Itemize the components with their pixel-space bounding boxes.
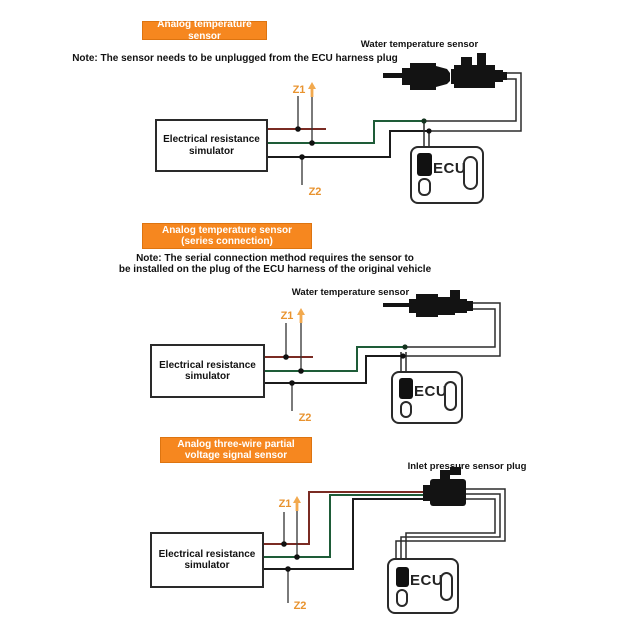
section2-banner: Analog temperature sensor (series connec… bbox=[142, 223, 312, 249]
banner-line: (series connection) bbox=[181, 236, 273, 247]
section1-note: Note: The sensor needs to be unplugged f… bbox=[70, 53, 400, 64]
bundle-wire bbox=[395, 488, 506, 567]
section3-ecu-box: ECU bbox=[387, 558, 459, 614]
junction-dot bbox=[298, 368, 304, 374]
simulator-label-line: Electrical resistance bbox=[158, 548, 256, 560]
z1-label: Z1 bbox=[293, 84, 306, 96]
z1-label: Z1 bbox=[281, 310, 294, 322]
ecu-pin-slot bbox=[396, 589, 408, 607]
ecu-pin-slot bbox=[440, 572, 453, 601]
ecu-pin-slot bbox=[418, 178, 431, 196]
section2-ecu-box: ECU bbox=[391, 371, 463, 424]
junction-dot bbox=[281, 541, 287, 547]
wire-black bbox=[264, 498, 427, 570]
section2-diagram: Z1 Z2 bbox=[265, 290, 501, 424]
section3-banner: Analog three-wire partial voltage signal… bbox=[160, 437, 312, 463]
junction-dot bbox=[299, 154, 305, 160]
junction-dot bbox=[285, 566, 291, 572]
z2-label: Z2 bbox=[309, 186, 322, 198]
junction-dot bbox=[426, 128, 432, 134]
ecu-pin-slot bbox=[463, 156, 478, 190]
junction-dot bbox=[402, 344, 408, 350]
section2-note: Note: The serial connection method requi… bbox=[75, 253, 475, 275]
note-line: Note: The sensor needs to be unplugged f… bbox=[72, 53, 398, 64]
banner-line: Analog three-wire partial bbox=[177, 438, 295, 450]
ecu-pin-slot bbox=[400, 401, 412, 418]
ecu-connector bbox=[396, 567, 409, 587]
ecu-label: ECU bbox=[414, 383, 448, 400]
simulator-label-line: simulator bbox=[184, 560, 230, 571]
section2-sensor-label: Water temperature sensor bbox=[291, 287, 410, 298]
banner-line: Analog temperature sensor bbox=[161, 224, 293, 236]
junction-dot bbox=[294, 554, 300, 560]
water-temp-sensor-plugged-silhouette bbox=[383, 290, 473, 317]
inlet-pressure-plug-silhouette bbox=[423, 467, 466, 506]
wire-black bbox=[268, 130, 429, 158]
sensor-loop-wire bbox=[405, 308, 496, 348]
ecu-label: ECU bbox=[410, 572, 444, 589]
wire-green bbox=[265, 346, 405, 372]
z2-label: Z2 bbox=[299, 412, 312, 424]
water-temp-sensor-silhouette bbox=[451, 53, 507, 88]
section1-banner: Analog temperature sensor bbox=[142, 19, 267, 42]
section1-simulator-box: Electrical resistance simulator bbox=[155, 119, 268, 172]
section3-diagram: Z1 Z2 bbox=[264, 467, 506, 612]
junction-dot bbox=[289, 380, 295, 386]
banner-line: voltage signal sensor bbox=[184, 450, 288, 461]
wire-black bbox=[265, 355, 403, 384]
simulator-label-line: simulator bbox=[188, 145, 234, 157]
ecu-label: ECU bbox=[433, 160, 467, 177]
ecu-connector bbox=[417, 153, 432, 176]
section1-diagram: Z1 Z2 bbox=[268, 53, 522, 198]
junction-dot bbox=[283, 354, 289, 360]
ecu-pin-slot bbox=[444, 381, 457, 411]
bundle-wire bbox=[400, 493, 501, 567]
sensor-loop-wire bbox=[429, 72, 522, 132]
wire-green bbox=[268, 120, 424, 144]
ecu-connector bbox=[399, 378, 413, 399]
simulator-label-line: Electrical resistance bbox=[163, 134, 260, 145]
sensor-loop-wire bbox=[403, 302, 501, 357]
bundle-wire bbox=[405, 498, 496, 567]
section1-sensor-label: Water temperature sensor bbox=[360, 39, 479, 50]
simulator-label-line: Electrical resistance bbox=[159, 359, 256, 371]
up-arrow-icon bbox=[297, 308, 305, 323]
up-arrow-icon bbox=[293, 496, 301, 511]
junction-dot bbox=[400, 353, 406, 359]
up-arrow-icon bbox=[308, 82, 316, 97]
section3-sensor-label: Inlet pressure sensor plug bbox=[407, 461, 527, 472]
z2-label: Z2 bbox=[294, 600, 307, 612]
banner-line: Analog temperature sensor bbox=[157, 19, 252, 42]
section2-simulator-box: Electrical resistance simulator bbox=[150, 344, 265, 398]
junction-dot bbox=[421, 118, 427, 124]
junction-dot bbox=[295, 126, 301, 132]
junction-dot bbox=[309, 140, 315, 146]
harness-plug-silhouette bbox=[383, 63, 450, 90]
sensor-loop-wire bbox=[424, 78, 517, 122]
note-line: Note: The serial connection method requi… bbox=[136, 253, 414, 264]
section1-ecu-box: ECU bbox=[410, 146, 484, 204]
section3-simulator-box: Electrical resistance simulator bbox=[150, 532, 264, 588]
simulator-label-line: simulator bbox=[184, 371, 230, 382]
note-line: be installed on the plug of the ECU harn… bbox=[118, 264, 432, 275]
z1-label: Z1 bbox=[279, 498, 292, 510]
